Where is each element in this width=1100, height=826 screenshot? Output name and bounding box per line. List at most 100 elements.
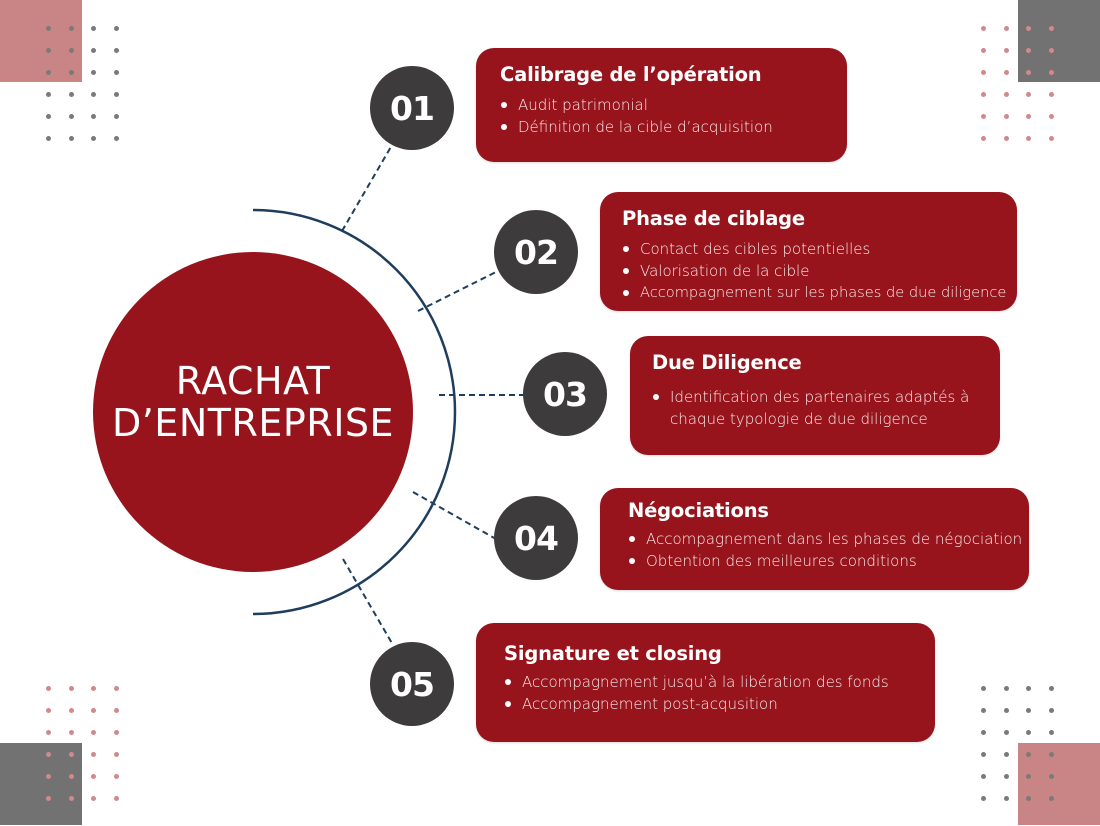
decor-dot: [113, 796, 119, 801]
decor-dot: [981, 136, 986, 141]
step-title: Signature et closing: [504, 642, 722, 665]
decor-dot: [46, 752, 51, 757]
decor-dot: [1048, 114, 1054, 119]
decor-dot: [91, 92, 96, 97]
decor-dot: [981, 708, 986, 713]
decor-dot: [1048, 48, 1054, 53]
decor-dot: [46, 774, 51, 779]
decor-dot: [113, 26, 119, 31]
decor-dot: [68, 796, 74, 801]
decor-dot: [46, 48, 51, 53]
decor-dot: [1026, 136, 1031, 141]
hub-circle: [93, 252, 413, 572]
connector-02: [417, 270, 499, 312]
step-number-03: 03: [523, 352, 607, 436]
decor-dot: [1026, 92, 1031, 97]
decor-dot: [68, 70, 74, 75]
decor-dot: [981, 752, 986, 757]
decor-dot: [1003, 752, 1009, 757]
decor-dot: [68, 730, 74, 735]
step-number-05: 05: [370, 642, 454, 726]
dot-grid-top-left: [46, 26, 119, 141]
step-bullets: Contact des cibles potentielles Valorisa…: [622, 238, 1006, 304]
decor-dot: [68, 114, 74, 119]
decor-square-top-left: [0, 0, 82, 82]
decor-dot: [1048, 752, 1054, 757]
decor-dot: [1048, 92, 1054, 97]
bullet-item: Audit patrimonial: [500, 94, 827, 116]
decor-dot: [46, 70, 51, 75]
decor-dot: [68, 26, 74, 31]
decor-dot: [1048, 70, 1054, 75]
decor-dot: [46, 796, 51, 801]
decor-dot: [1026, 114, 1031, 119]
decor-dot: [1048, 774, 1054, 779]
decor-dot: [1003, 774, 1009, 779]
decor-dot: [91, 774, 96, 779]
decor-dot: [46, 92, 51, 97]
decor-dot: [46, 730, 51, 735]
decor-dot: [981, 92, 986, 97]
step-number-01: 01: [370, 66, 454, 150]
decor-dot: [46, 686, 51, 691]
step-bullets: Accompagnement dans les phases de négoci…: [628, 528, 1022, 572]
decor-dot: [91, 730, 96, 735]
decor-dot: [46, 114, 51, 119]
decor-dot: [981, 48, 986, 53]
decor-dot: [113, 92, 119, 97]
decor-dot: [1048, 796, 1054, 801]
decor-dot: [1026, 796, 1031, 801]
decor-dot: [1003, 26, 1009, 31]
hub-arc: [252, 208, 457, 616]
decor-dot: [1048, 26, 1054, 31]
step-title: Négociations: [628, 499, 769, 522]
step-title: Due Diligence: [652, 351, 802, 374]
decor-dot: [1003, 686, 1009, 691]
step-card-02: Phase de ciblage Contact des cibles pote…: [600, 192, 1017, 311]
decor-dot: [91, 48, 96, 53]
step-bullets: Audit patrimonial Définition de la cible…: [500, 94, 827, 138]
decor-dot: [113, 70, 119, 75]
step-title: Phase de ciblage: [622, 207, 805, 230]
decor-dot: [68, 48, 74, 53]
decor-dot: [68, 752, 74, 757]
decor-dot: [981, 114, 986, 119]
decor-dot: [91, 70, 96, 75]
dot-grid-bottom-right: [981, 686, 1054, 801]
bullet-item: Contact des cibles potentielles: [622, 238, 997, 260]
bullet-item: Accompagnement sur les phases de due dil…: [622, 282, 1006, 304]
connector-04: [412, 491, 497, 540]
decor-dot: [113, 774, 119, 779]
connector-05: [342, 558, 394, 646]
decor-dot: [113, 136, 119, 141]
decor-dot: [981, 796, 986, 801]
decor-dot: [1048, 730, 1054, 735]
decor-dot: [68, 774, 74, 779]
bullet-item: Définition de la cible d’acquisition: [500, 116, 827, 138]
hub-label-line1: RACHAT: [175, 359, 331, 403]
decor-dot: [1048, 686, 1054, 691]
decor-dot: [981, 686, 986, 691]
decor-dot: [1003, 730, 1009, 735]
decor-dot: [91, 708, 96, 713]
decor-dot: [91, 114, 96, 119]
decor-dot: [981, 26, 986, 31]
decor-dot: [1003, 48, 1009, 53]
decor-dot: [1026, 774, 1031, 779]
bullet-item: Valorisation de la cible: [622, 260, 997, 282]
decor-dot: [1026, 730, 1031, 735]
decor-dot: [68, 708, 74, 713]
decor-dot: [91, 136, 96, 141]
decor-dot: [1003, 70, 1009, 75]
decor-dot: [981, 70, 986, 75]
decor-square-top-right: [1018, 0, 1100, 82]
bullet-item: Accompagnement jusqu’à la libération des…: [504, 671, 915, 693]
decor-dot: [91, 752, 96, 757]
decor-dot: [1026, 686, 1031, 691]
bullet-item: Identification des partenaires adaptés à…: [652, 386, 986, 430]
step-card-03: Due Diligence Identification des partena…: [630, 336, 1000, 455]
decor-dot: [1026, 752, 1031, 757]
decor-dot: [1003, 92, 1009, 97]
decor-dot: [1026, 26, 1031, 31]
